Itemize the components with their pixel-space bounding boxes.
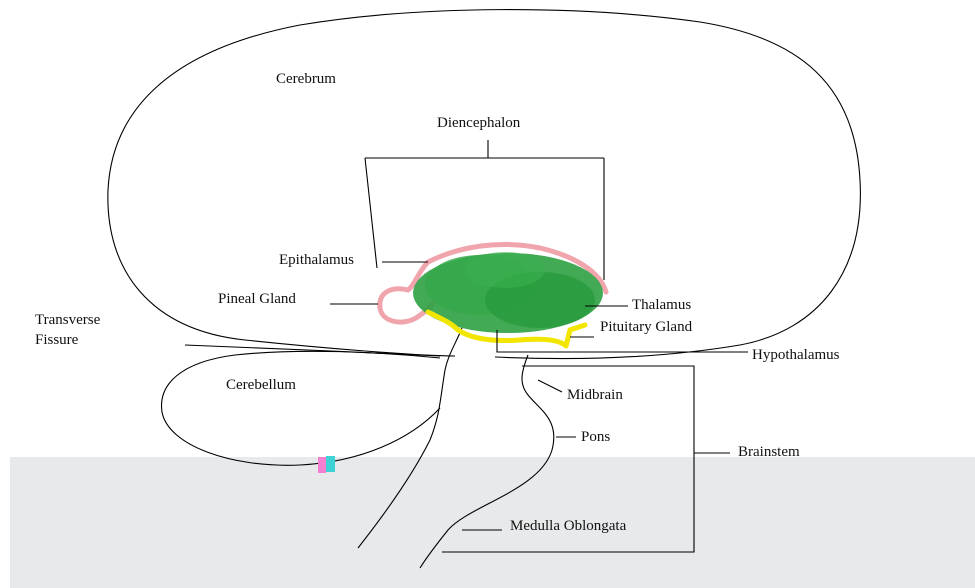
label-transverse: Transverse bbox=[35, 312, 101, 328]
label-cerebrum: Cerebrum bbox=[276, 71, 336, 87]
brainstem-right-edge bbox=[420, 355, 554, 568]
label-pituitary-gland: Pituitary Gland bbox=[600, 319, 693, 335]
cerebellum-mark-pink bbox=[318, 457, 326, 473]
label-medulla-oblongata: Medulla Oblongata bbox=[510, 518, 627, 534]
label-fissure: Fissure bbox=[35, 332, 79, 348]
cerebellum-outline bbox=[162, 351, 440, 465]
label-brainstem: Brainstem bbox=[738, 444, 800, 460]
cerebellum-mark-cyan bbox=[326, 456, 335, 472]
label-pineal-gland: Pineal Gland bbox=[218, 291, 296, 307]
label-thalamus: Thalamus bbox=[632, 297, 691, 313]
label-diencephalon: Diencephalon bbox=[437, 115, 521, 131]
label-cerebellum: Cerebellum bbox=[226, 377, 296, 393]
label-midbrain: Midbrain bbox=[567, 387, 623, 403]
label-pons: Pons bbox=[581, 429, 610, 445]
midbrain-leader bbox=[538, 380, 562, 392]
label-epithalamus: Epithalamus bbox=[279, 252, 354, 268]
brainstem-left-edge bbox=[358, 328, 462, 548]
label-hypothalamus: Hypothalamus bbox=[752, 347, 840, 363]
